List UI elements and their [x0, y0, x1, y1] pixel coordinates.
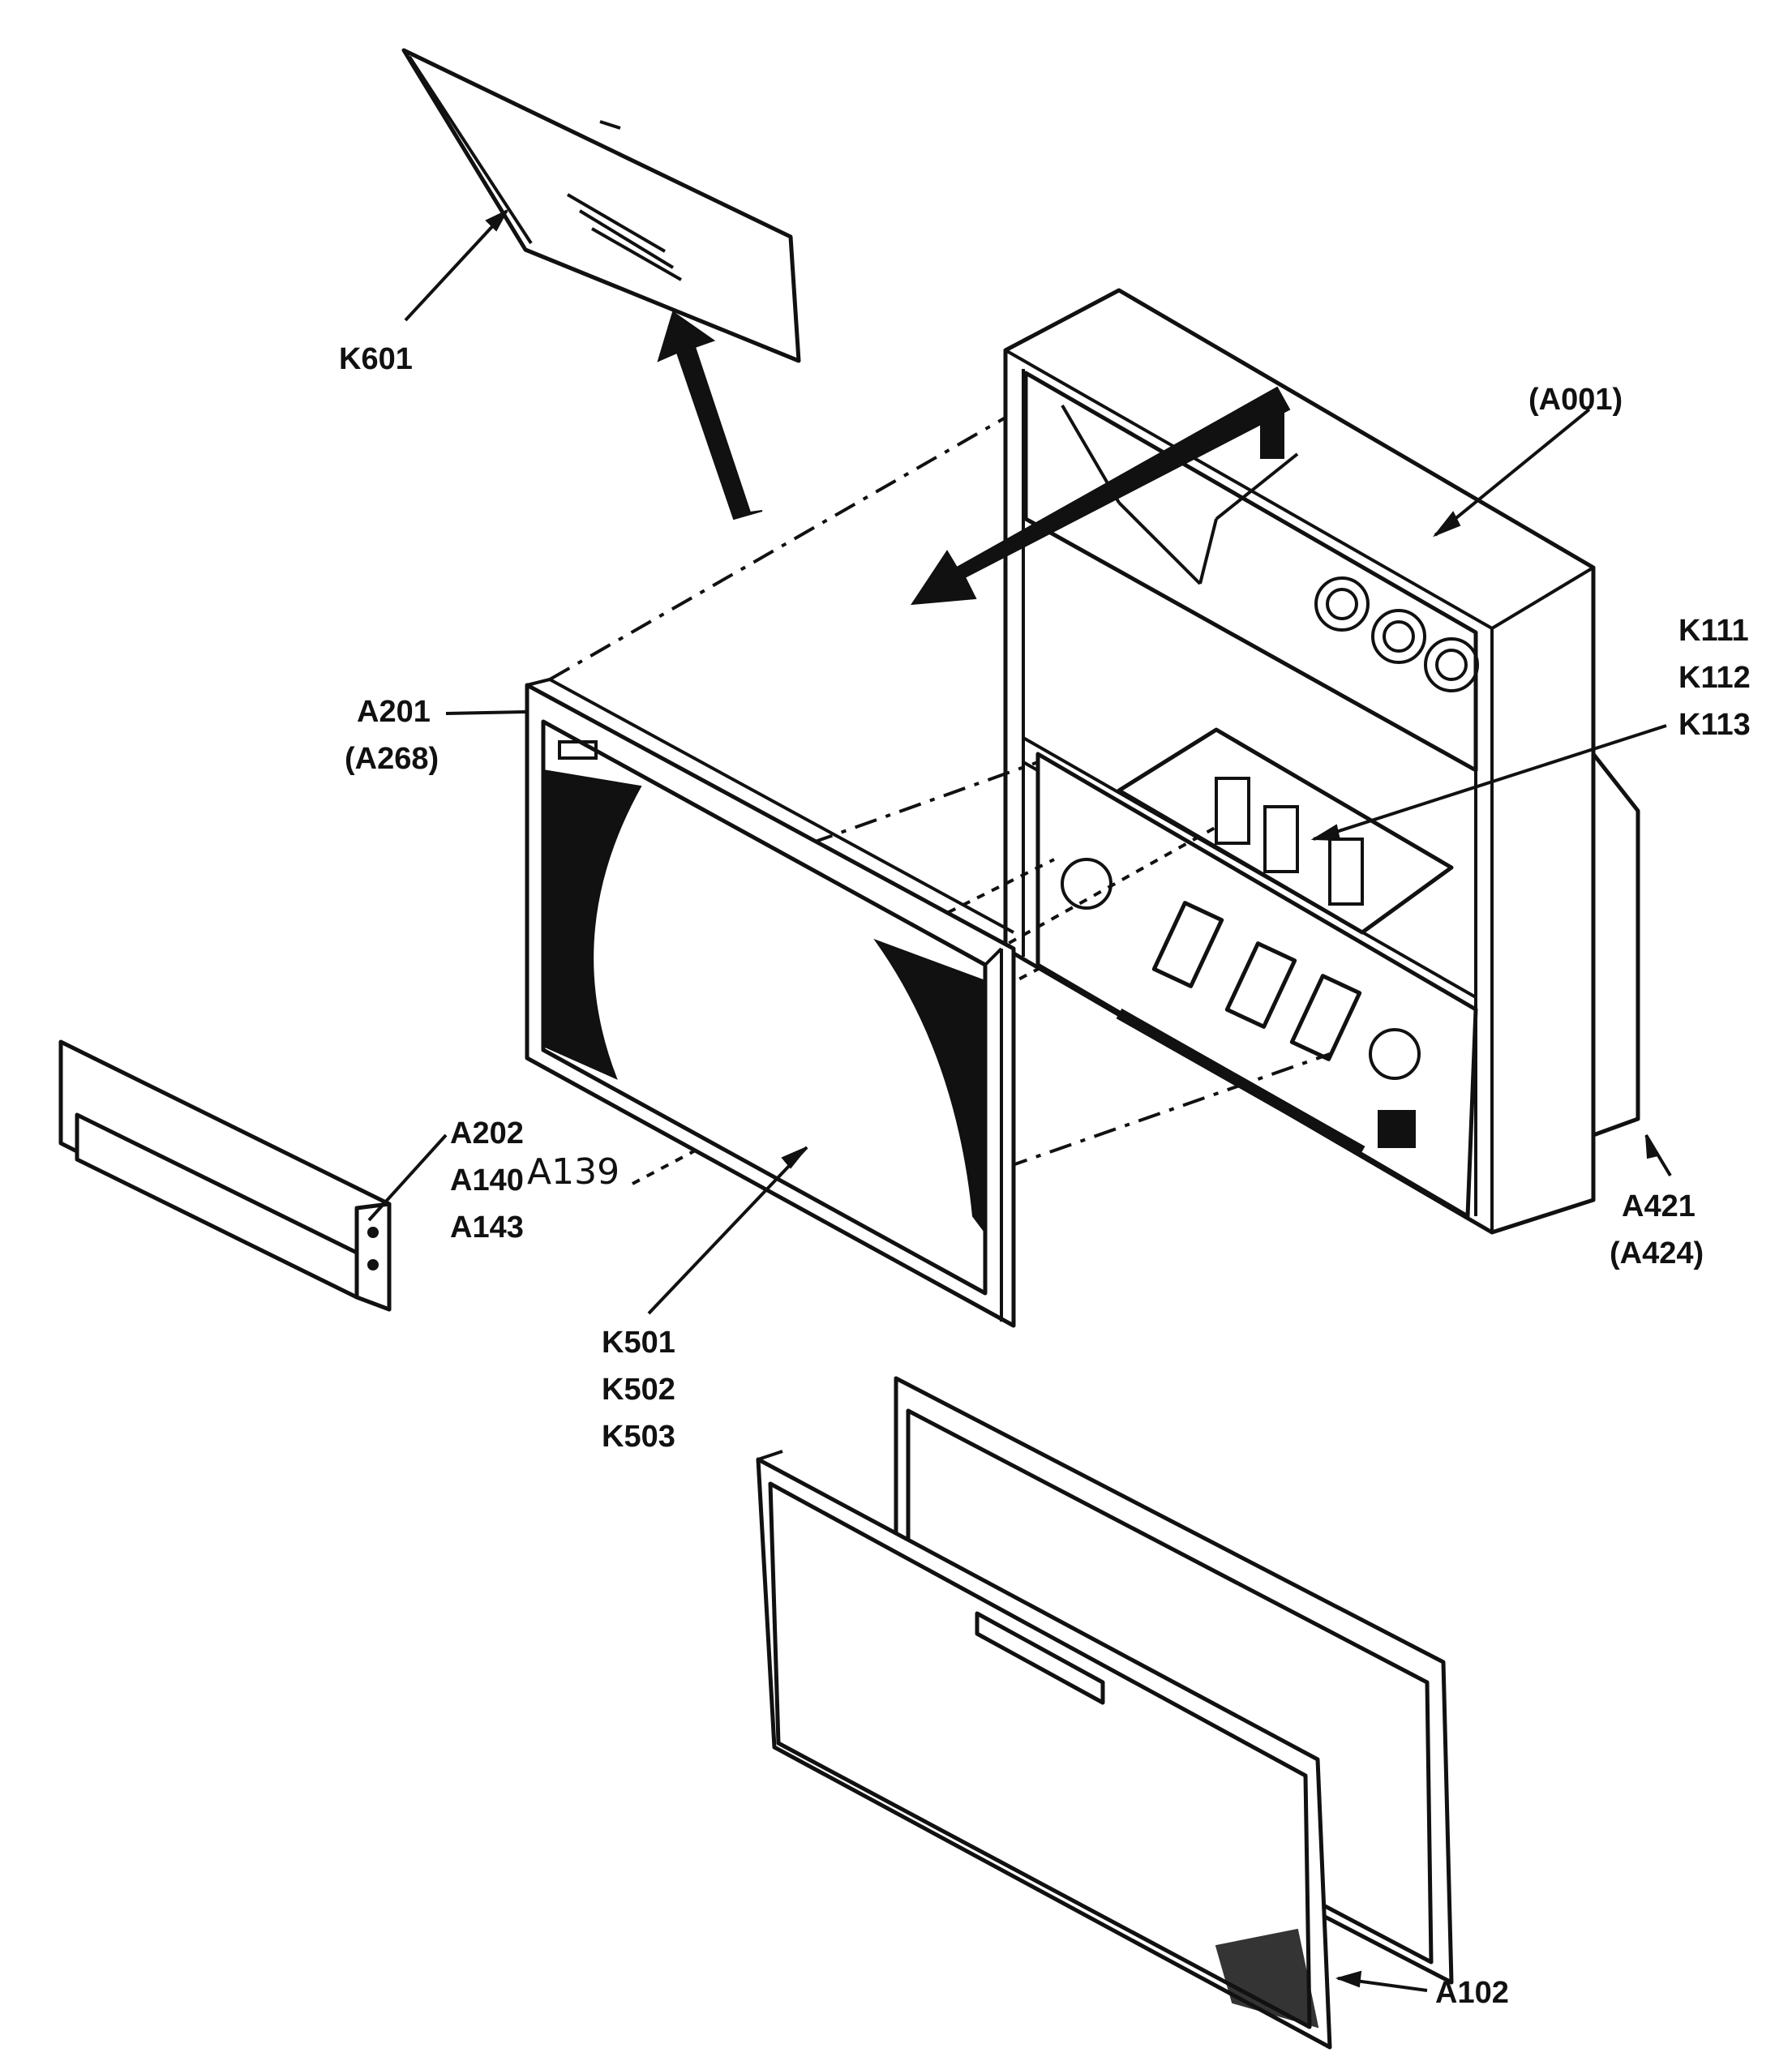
- label-a202: A202: [450, 1116, 524, 1150]
- label-k503: K503: [602, 1420, 675, 1454]
- label-a001: (A001): [1528, 383, 1623, 417]
- label-a424: (A424): [1610, 1236, 1704, 1270]
- top-cover-panel-k601: [401, 48, 801, 363]
- label-a139: A139: [527, 1151, 619, 1193]
- label-a201: A201: [357, 695, 431, 729]
- leader-a102: [1335, 1970, 1428, 1992]
- label-a268: (A268): [345, 742, 439, 776]
- label-k112: K112: [1678, 661, 1751, 695]
- label-k111: K111: [1678, 614, 1749, 648]
- label-k501: K501: [602, 1326, 675, 1360]
- screen-frame-k501: [525, 678, 1016, 1328]
- leader-a202: [367, 1133, 448, 1222]
- leader-k601: [404, 208, 509, 322]
- label-k113: K113: [1678, 708, 1751, 742]
- label-k601: K601: [339, 342, 413, 376]
- leader-a201: [445, 710, 526, 715]
- chassis-board-assembly: [1035, 727, 1478, 1219]
- label-a140: A140: [450, 1163, 524, 1198]
- leader-k501: [647, 1146, 808, 1315]
- speaker-bar-a202: [58, 1039, 392, 1312]
- side-panel-a421: [1591, 752, 1640, 1138]
- front-bottom-panel-a102: [756, 1450, 1332, 2050]
- label-a102: A102: [1435, 1976, 1509, 2010]
- label-k502: K502: [602, 1373, 675, 1407]
- lift-arrow-k601: [657, 311, 763, 521]
- label-a421: A421: [1622, 1189, 1696, 1223]
- leader-a001: [1432, 408, 1591, 538]
- insertion-arrow: [911, 386, 1291, 606]
- label-a143: A143: [450, 1210, 524, 1245]
- leader-k111-k113: [1310, 724, 1667, 842]
- leader-a421: [1644, 1133, 1672, 1177]
